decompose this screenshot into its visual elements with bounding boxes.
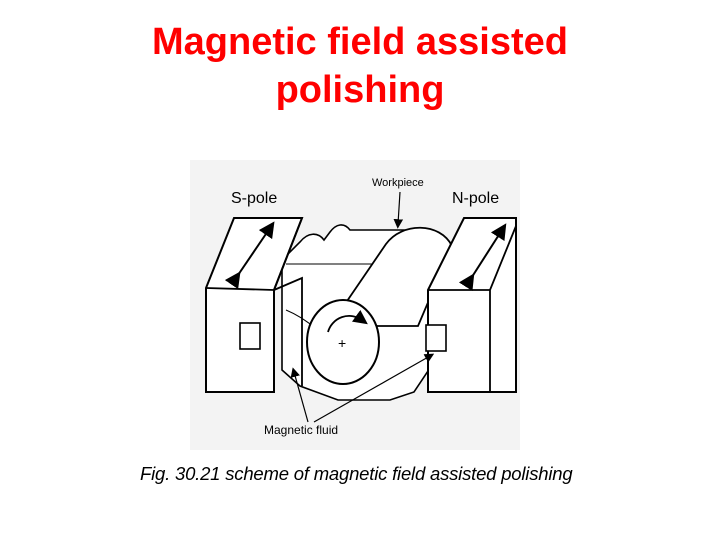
polishing-scheme-figure: + S-pole N-pole Workpiece Magnetic fluid [190, 160, 520, 450]
s-pole-label: S-pole [231, 190, 277, 207]
figure-caption: Fig. 30.21 scheme of magnetic field assi… [140, 463, 573, 484]
n-pole-label: N-pole [452, 190, 499, 207]
workpiece-label: Workpiece [372, 177, 424, 189]
title-line-1: Magnetic field assisted [151, 21, 568, 63]
workpiece-leader [393, 191, 404, 229]
s-pole-slot [239, 322, 261, 350]
slide-title: Magnetic field assisted polishing [0, 18, 720, 114]
title-line-2: polishing [275, 69, 445, 111]
rotation-arrow [327, 309, 368, 333]
magnetic-fluid-label: Magnetic fluid [264, 423, 338, 437]
n-pole-slot [425, 324, 447, 352]
s-pole-motion-arrow [224, 221, 275, 290]
magnetic-fluid-leader-right [313, 353, 435, 423]
center-mark: + [338, 335, 346, 351]
n-pole-motion-arrow [458, 223, 507, 292]
polishing-scheme-diagram: + S-pole N-pole Workpiece Magnetic fluid [190, 160, 520, 450]
magnetic-fluid-leader-left [290, 367, 309, 423]
